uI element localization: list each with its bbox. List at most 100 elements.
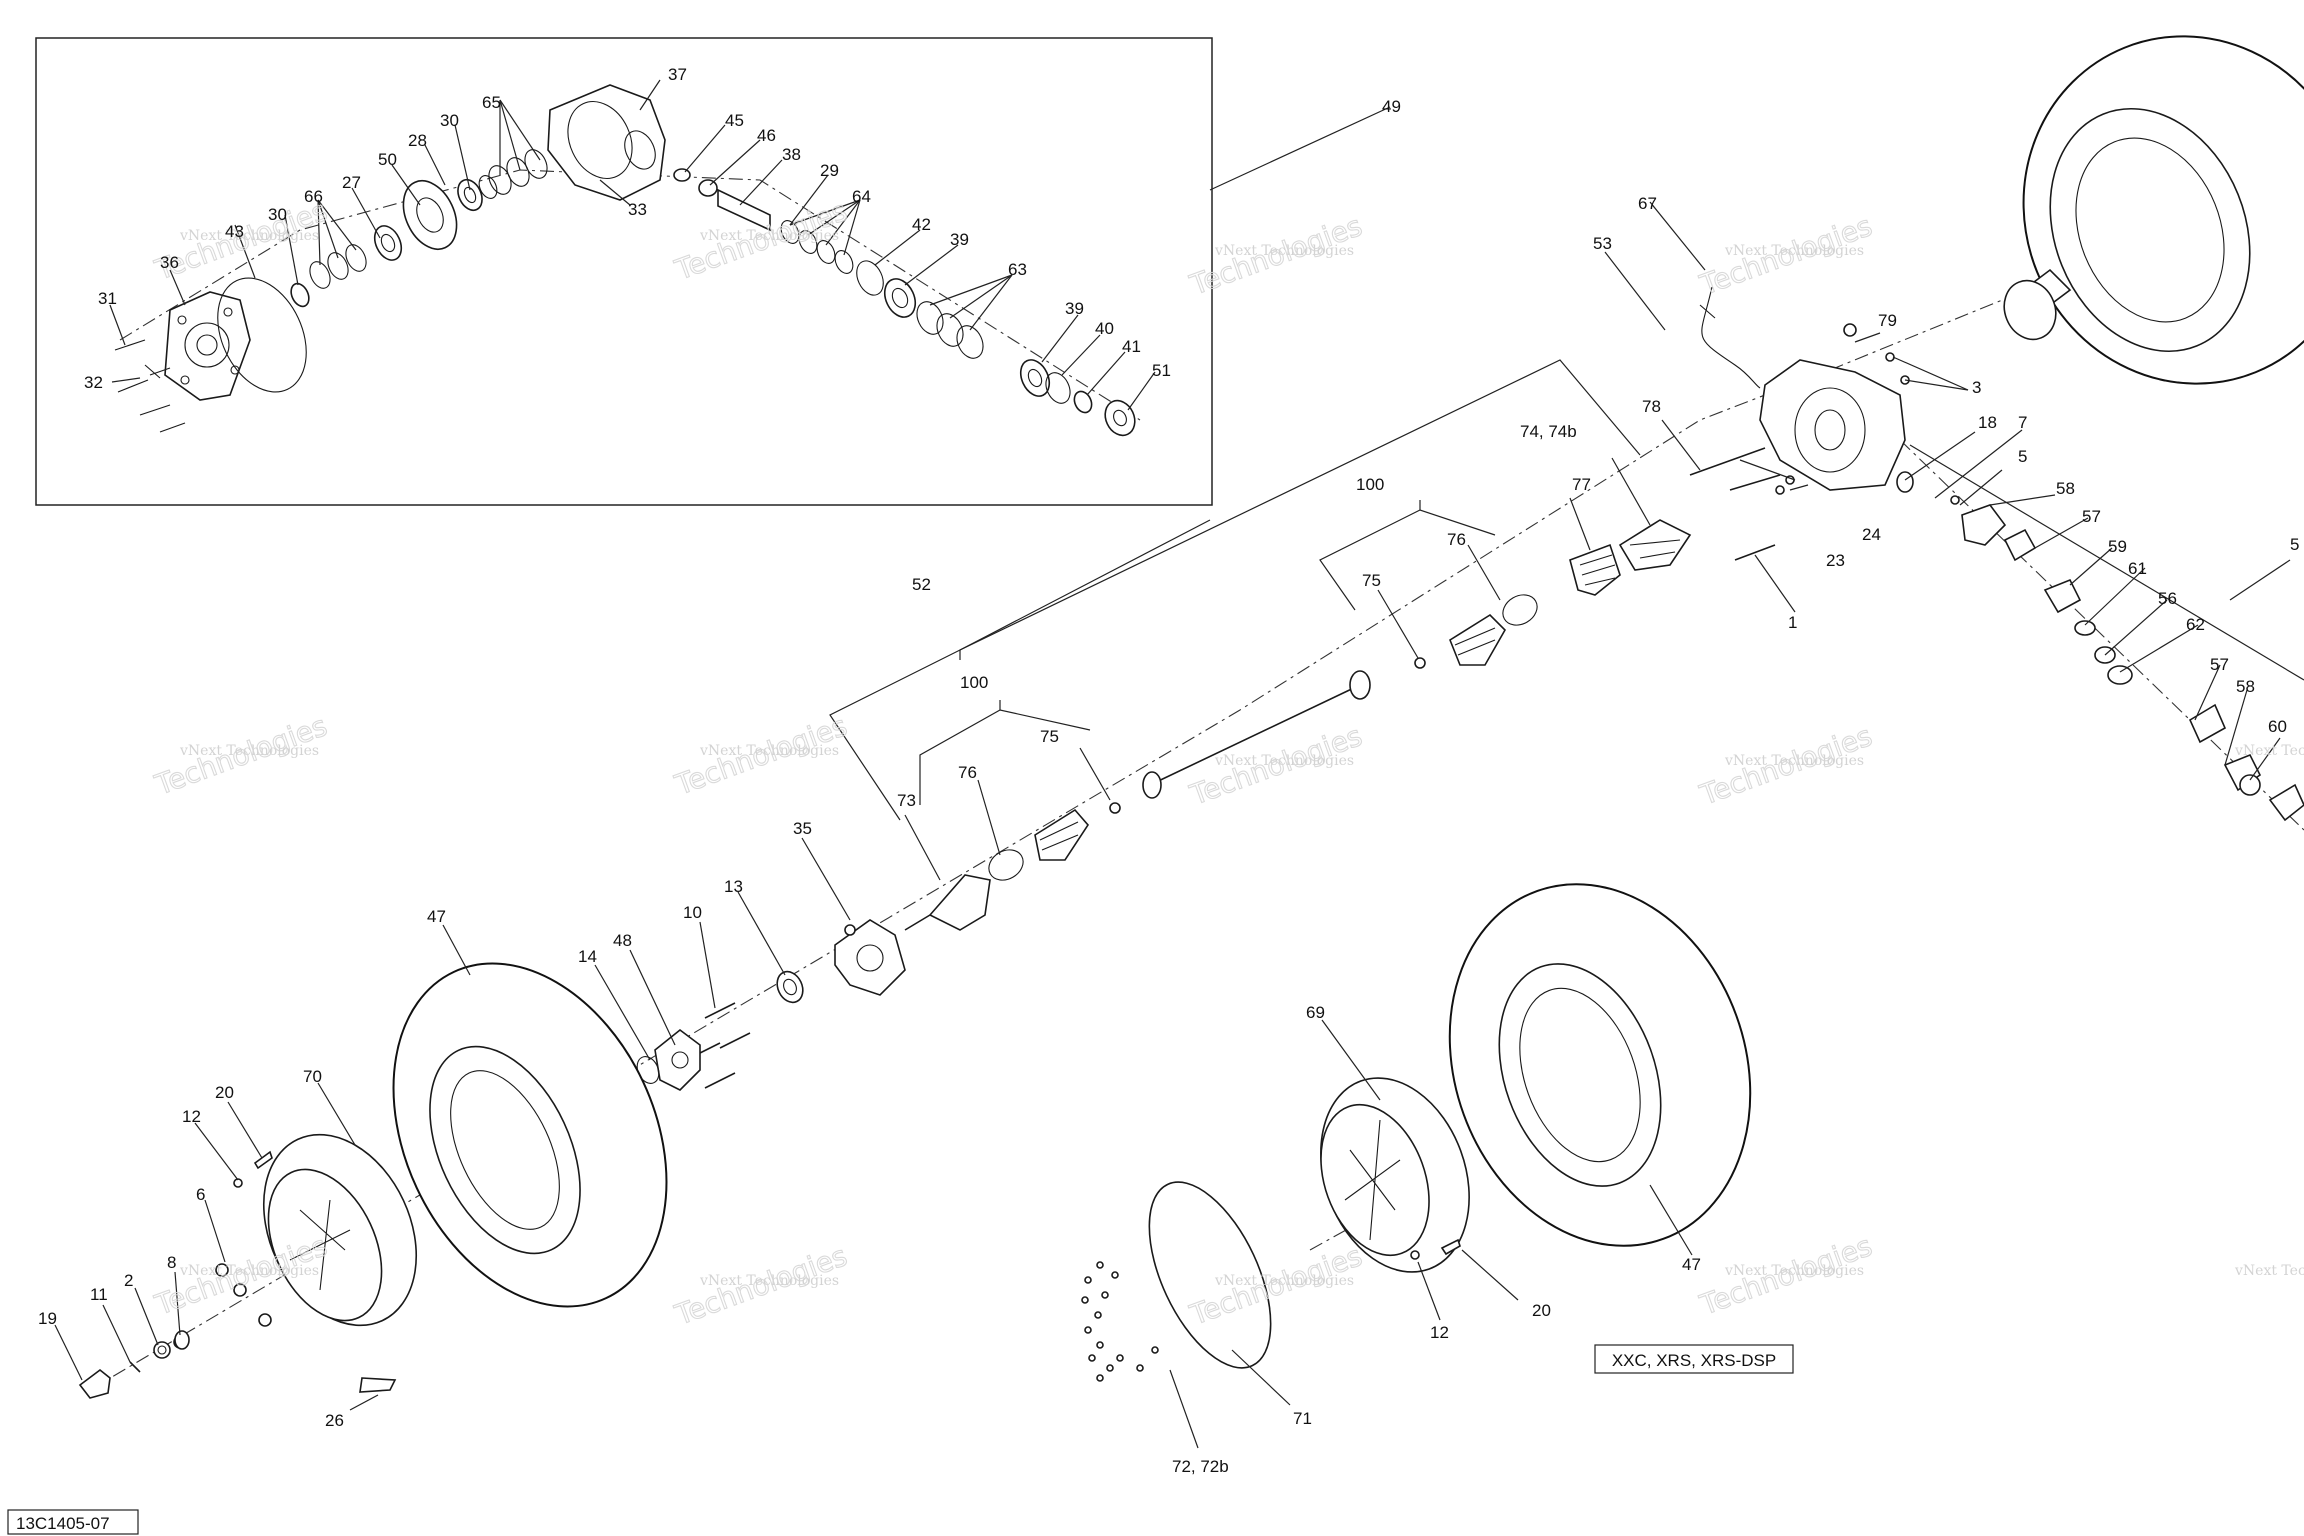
callout-18: 18 [1978, 413, 1997, 432]
rim-70 [262, 1133, 418, 1327]
shims-64 [780, 220, 854, 274]
tire-upper-right [2003, 35, 2304, 385]
clamp-76-right [1502, 594, 1538, 626]
callout-39: 39 [950, 230, 969, 249]
callout-42: 42 [912, 215, 931, 234]
callout-40: 40 [1095, 319, 1114, 338]
watermark-text: vNext Technologies [699, 743, 839, 759]
callout-76-left: 76 [958, 763, 977, 782]
rim-69 [1320, 1077, 1470, 1273]
watermark-text: vNext Technologies [699, 1273, 839, 1289]
seal-41 [1073, 390, 1093, 414]
watermark-text: vNext Technologies [2234, 743, 2304, 759]
inset-frame [35, 37, 1213, 506]
callout-47-left: 47 [427, 907, 446, 926]
callout-24: 24 [1862, 525, 1881, 544]
callout-66: 66 [304, 187, 323, 206]
callout-2: 2 [124, 1271, 133, 1290]
drawing-number-box [7, 1509, 139, 1535]
watermark-text: vNext Technologies [179, 228, 319, 244]
callout-63: 63 [1008, 260, 1027, 279]
callout-58: 58 [2056, 479, 2075, 498]
callout-6: 6 [196, 1185, 205, 1204]
valve-cap-20-right [1440, 1238, 1461, 1256]
callout-30: 30 [440, 111, 459, 130]
variant-box [1594, 1344, 1794, 1374]
boot-right-inner [1449, 613, 1506, 666]
ring-gear-50 [402, 180, 458, 250]
watermark-text: vNext Technologies [1724, 243, 1864, 259]
watermark-text: vNext Technologies [2234, 1263, 2304, 1279]
callouts: 37 65 45 46 38 30 28 50 27 66 43 30 29 6… [38, 65, 2299, 1476]
callout-20-left: 20 [215, 1083, 234, 1102]
callout-60: 60 [2268, 717, 2287, 736]
bearing-inset-a [290, 282, 310, 308]
callout-77: 77 [1572, 475, 1591, 494]
callout-45: 45 [725, 111, 744, 130]
callout-75-right: 75 [1362, 571, 1381, 590]
callout-53: 53 [1593, 234, 1612, 253]
callout-57b: 57 [2210, 655, 2229, 674]
callout-33: 33 [628, 200, 647, 219]
left-wheel-hardware [78, 1150, 397, 1399]
watermark-text: vNext Technologies [179, 1263, 319, 1279]
clamp-75-right [1414, 657, 1426, 669]
callout-73: 73 [897, 791, 916, 810]
watermark-text: vNext Technologies [1724, 1263, 1864, 1279]
shims-65 [488, 149, 548, 195]
callout-3: 3 [1972, 378, 1981, 397]
vent-hose-67-b [1699, 304, 1716, 319]
differential-housing [1759, 359, 1914, 493]
callout-69: 69 [1306, 1003, 1325, 1022]
watermark-text: vNext Technologies [699, 228, 839, 244]
callout-19: 19 [38, 1309, 57, 1328]
callout-59: 59 [2108, 537, 2127, 556]
callout-64: 64 [852, 187, 871, 206]
knuckle-35 [834, 919, 906, 996]
leader-lines [54, 79, 2304, 1449]
callout-62: 62 [2186, 615, 2205, 634]
main-axis-right [1829, 239, 2151, 371]
callout-46: 46 [757, 126, 776, 145]
cv-joint-74 [1618, 519, 1692, 571]
callout-12-right: 12 [1430, 1323, 1449, 1342]
differential-bolts [1689, 323, 1960, 561]
bearing-28 [457, 175, 498, 212]
callout-20-right: 20 [1532, 1301, 1551, 1320]
callout-56: 56 [2158, 589, 2177, 608]
bolts-31-32 [114, 339, 186, 433]
callout-43: 43 [225, 222, 244, 241]
ring-42 [856, 260, 884, 296]
callout-35: 35 [793, 819, 812, 838]
callout-31: 31 [98, 289, 117, 308]
valve-12-right [1410, 1250, 1420, 1260]
clamp-75-left [1109, 802, 1121, 814]
ring-40 [1045, 372, 1071, 404]
watermark-text: vNext Technologies [1214, 1273, 1354, 1289]
bearing-39-lower [1019, 359, 1051, 397]
housing-cover-36 [164, 291, 251, 401]
callout-12-left: 12 [182, 1107, 201, 1126]
watermark-text: vNext Technologies [1214, 753, 1354, 769]
callout-61: 61 [2128, 559, 2147, 578]
callout-100-left: 100 [960, 673, 988, 692]
callout-1: 1 [1788, 613, 1797, 632]
shims-63 [916, 301, 984, 359]
callout-79: 79 [1878, 311, 1897, 330]
watermark-text: vNext Technologies [179, 743, 319, 759]
callout-7: 7 [2018, 413, 2027, 432]
callout-26: 26 [325, 1411, 344, 1430]
gearbox-housing-37 [547, 84, 666, 201]
bearing-39-upper [883, 278, 917, 318]
callout-49: 49 [1382, 97, 1401, 116]
watermark-text: vNext Technologies [1214, 243, 1354, 259]
drawing-number: 13C1405-07 [16, 1514, 110, 1533]
driveshaft-yoke-parts [1961, 504, 2304, 822]
axle-shaft [1142, 670, 1371, 799]
tire-left-47 [392, 962, 668, 1308]
callout-74-74b: 74, 74b [1520, 422, 1577, 441]
callout-37: 37 [668, 65, 687, 84]
callout-38: 38 [782, 145, 801, 164]
callout-36: 36 [160, 253, 179, 272]
